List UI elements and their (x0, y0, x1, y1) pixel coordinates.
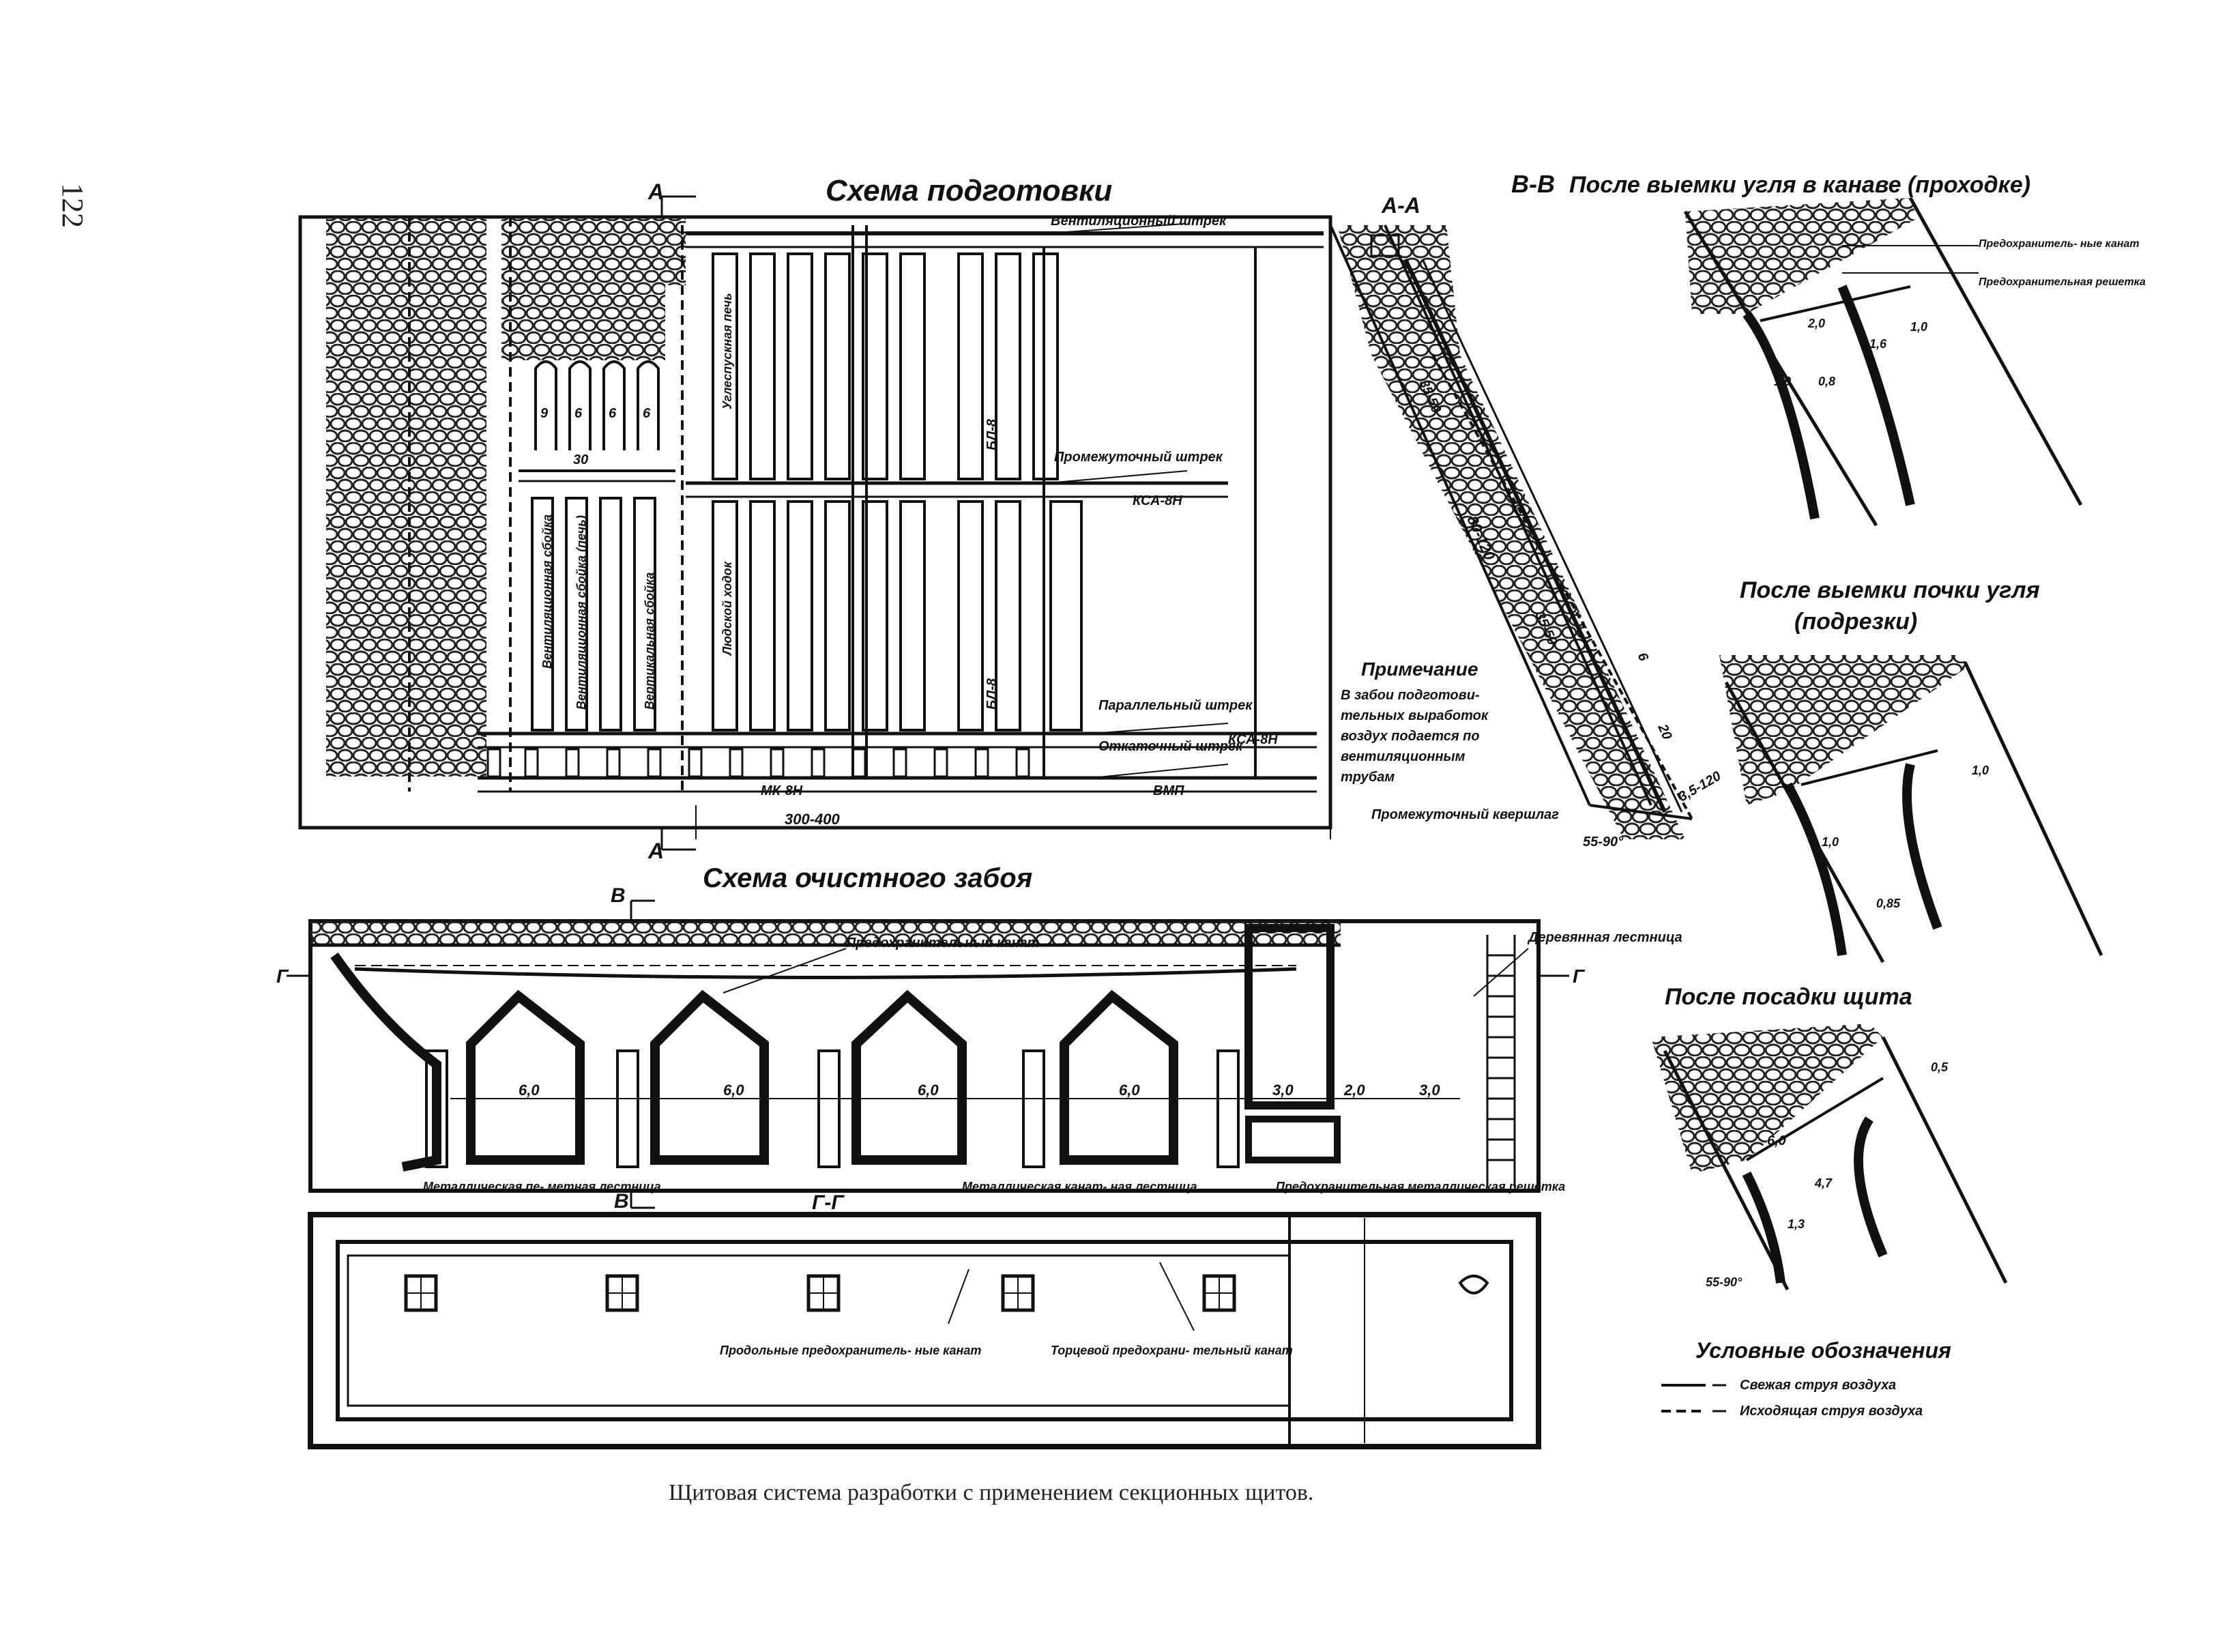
label-lyudskoy-khodok: Людской ходок (720, 561, 734, 656)
label-vent-sboyka-pech: Вентиляционная сбойка (печь) (574, 515, 588, 710)
note-line-4: вентиляционным (1341, 749, 1466, 764)
span-1: 6,0 (519, 1082, 540, 1099)
section-v-top: В (611, 884, 626, 907)
posadka-dim-2: 6,0 (1767, 1133, 1786, 1148)
legend-fresh-air-label: Свежая струя воздуха (1740, 1378, 1896, 1393)
preparation-scheme (298, 195, 1332, 851)
label-bl-1: БЛ-8 (985, 418, 1000, 450)
note-line-1: В забои подготови- (1341, 688, 1480, 703)
label-vert-sboyka: Вертикальная сбойка (643, 573, 656, 710)
legend: Условные обозначения Свежая струя воздух… (1661, 1338, 1951, 1419)
podrezki-title: (подрезки) (1794, 609, 1917, 635)
label-dim-30: 30 (573, 452, 588, 467)
aa-dim-35-120: 3,5-120 (1676, 768, 1724, 805)
label-vent-shtrek: Вентиляционный штрек (1051, 214, 1227, 229)
aa-dim-20: 20 (1654, 721, 1675, 742)
span-2: 6,0 (723, 1082, 744, 1099)
label-kca-1: КСА-8Н (1133, 493, 1182, 508)
label-dim-300-400: 300-400 (785, 811, 841, 828)
label-kca-2: КСА-8Н (1228, 732, 1278, 747)
section-posadka (1651, 1024, 2008, 1291)
posadka-dim-1: 0,5 (1931, 1060, 1949, 1074)
bb-subtitle: После выемки угля в канаве (проходке) (1569, 172, 2030, 198)
label-rope-top: Предохранительный канат (846, 936, 1039, 951)
label-metal-ladder: Металлическая пе- метная лестница (423, 1180, 661, 1193)
prep-title: Схема подготовки (826, 174, 1112, 207)
label-vmp: ВМП (1153, 783, 1184, 798)
section-a-bottom: А (647, 839, 664, 863)
label-otkatochny-shtrek: Откаточный штрек (1098, 739, 1243, 754)
cleaning-face-scheme (287, 899, 1569, 1209)
bb-dim-4: 1,0 (1774, 375, 1791, 388)
bb-dim-2: 1,0 (1910, 320, 1927, 334)
section-g-right: Г (1573, 966, 1586, 987)
note-line-3: воздух подается по (1341, 729, 1480, 744)
posadka-dim-4: 1,3 (1788, 1217, 1805, 1231)
page-number: 122 (56, 183, 89, 228)
label-metal-grate: Предохранительная металлическая решетка (1276, 1180, 1565, 1193)
span-3: 6,0 (918, 1082, 939, 1099)
bb-label-grate: Предохранительная решетка (1979, 276, 2146, 288)
label-bl-2: БЛ-8 (985, 678, 1000, 710)
span-4: 6,0 (1119, 1082, 1140, 1099)
posadka-dim-5: 55-90° (1706, 1275, 1743, 1289)
section-aa (1329, 224, 1693, 839)
label-long-rope: Продольные предохранитель- ные канат (720, 1344, 981, 1357)
bb-label-rope: Предохранитель- ные канат (1979, 238, 2140, 250)
aa-dim-6: 6 (1634, 650, 1651, 664)
label-dim-6c: 6 (643, 406, 651, 421)
note-line-5: трубам (1341, 770, 1395, 785)
section-v-bottom: В (614, 1190, 629, 1213)
bb-dim-3: 2,0 (1807, 317, 1825, 330)
label-metal-rope-ladder: Металлическая канат- ная лестница (962, 1180, 1197, 1193)
span-7: 3,0 (1419, 1082, 1440, 1099)
span-6: 2,0 (1343, 1082, 1365, 1099)
posadka-title: После посадки щита (1665, 984, 1912, 1010)
posadka-dim-3: 4,7 (1814, 1176, 1833, 1190)
pochka-dim-2: 1,0 (1822, 835, 1839, 849)
label-dim-6a: 6 (574, 406, 583, 421)
note-block: Примечание В забои подготови- тельных вы… (1341, 658, 1489, 785)
label-end-rope: Торцевой предохрани- тельный канат (1051, 1344, 1293, 1357)
label-promezh-shtrek: Промежуточный штрек (1054, 450, 1223, 465)
span-5: 3,0 (1272, 1082, 1294, 1099)
legend-title: Условные обозначения (1695, 1338, 1951, 1363)
section-g-left: Г (276, 966, 289, 987)
pochka-dim-1: 1,0 (1972, 764, 1989, 777)
label-promezh-kvershlag: Промежуточный квершлаг (1371, 807, 1559, 822)
label-mk: МК-8Н (761, 783, 803, 798)
section-pochka (1719, 655, 2103, 963)
bb-dim-5: 0,8 (1818, 375, 1835, 388)
legend-exhaust-air-label: Исходящая струя воздуха (1740, 1404, 1923, 1419)
section-bb (1683, 197, 2083, 527)
bb-title: В-В (1511, 170, 1555, 198)
clean-title: Схема очистного забоя (703, 863, 1032, 893)
aa-title: А-А (1381, 193, 1420, 218)
bb-dim-1: 1,6 (1869, 337, 1887, 351)
plan-view (308, 1212, 1541, 1449)
label-vent-sboyka: Вентиляционная сбойка (540, 515, 554, 669)
label-dim-9: 9 (540, 406, 549, 421)
label-parallel-shtrek: Параллельный штрек (1098, 698, 1253, 713)
label-ladder: Деревянная лестница (1527, 930, 1682, 945)
note-line-2: тельных выработок (1341, 708, 1489, 723)
note-title: Примечание (1361, 658, 1478, 680)
label-dim-6b: 6 (609, 406, 617, 421)
label-uglespusknaya-pech: Углеспускная печь (720, 293, 734, 409)
section-gg: Г-Г (812, 1191, 845, 1214)
pochka-dim-3: 0,85 (1876, 897, 1901, 910)
section-a-top: А (647, 179, 664, 204)
aa-dim-55-90: 55-90° (1583, 835, 1624, 850)
pochka-title: После выемки почки угля (1740, 577, 2040, 603)
figure-caption: Щитовая система разработки с применением… (669, 1480, 1313, 1505)
